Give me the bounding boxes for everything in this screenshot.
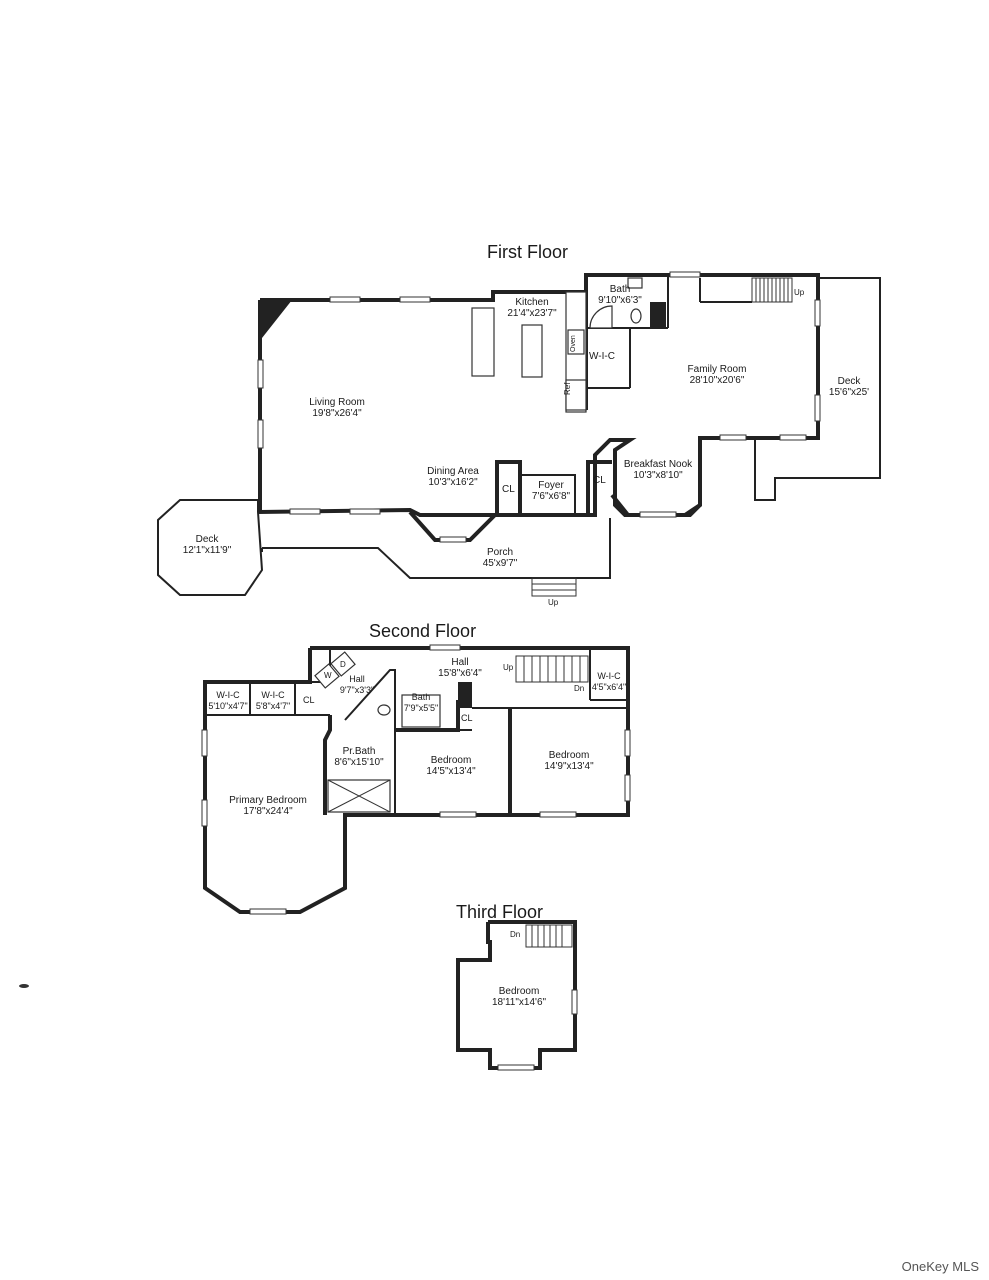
stray-mark (19, 984, 29, 988)
refrigerator (565, 379, 587, 411)
breakfast-nook-label: Breakfast Nook 10'3"x8'10" (623, 459, 693, 481)
first-floor-outer-wall (258, 273, 820, 517)
hall-diagonal (344, 669, 396, 815)
dining-area-label: Dining Area 10'3"x16'2" (427, 466, 479, 488)
second-floor-title: Second Floor (369, 621, 477, 641)
bath-toilet (630, 308, 642, 324)
brand-watermark: OneKey MLS (901, 1259, 979, 1274)
closet-2-wall (586, 460, 612, 515)
porch-label: Porch 45'x9'7" (482, 547, 518, 569)
primary-bath-label: Pr.Bath 8'6"x15'10" (334, 746, 384, 768)
living-room-label: Living Room 19'8"x26'4" (309, 397, 365, 419)
third-stair-down-label: Dn (510, 930, 521, 939)
kitchen-counter-left (471, 307, 495, 377)
first-floor-stair (699, 277, 793, 303)
hall-bath-tub (401, 694, 441, 728)
second-stair-up-label: Up (503, 663, 514, 672)
bedroom-a-label: Bedroom 14'5"x13'4" (426, 755, 476, 777)
living-corner-fixture (260, 300, 292, 338)
wic-2-label: W-I-C 5'8"x4'7" (255, 690, 291, 711)
second-closet-1-label: CL (303, 695, 315, 705)
right-deck-label: Deck 15'6"x25' (828, 376, 870, 398)
second-floor-stair (515, 655, 589, 683)
porch-up-label: Up (548, 598, 559, 607)
wic-1-label: W-I-C 5'10"x4'7" (208, 690, 248, 711)
first-closet-2-label: CL (593, 475, 606, 486)
primary-bath-wall (323, 715, 332, 815)
first-wic-label: W-I-C (589, 351, 615, 362)
porch-outline (262, 518, 611, 579)
family-room-label: Family Room 28'10"x20'6" (687, 364, 747, 386)
third-floor-stair (525, 924, 573, 948)
porch-steps (531, 577, 577, 597)
closet-1-wall (495, 460, 522, 515)
third-floor-plan (456, 920, 578, 1071)
kitchen-label: Kitchen 21'4"x23'7" (507, 297, 557, 319)
second-bath-label: Bath 7'9"x5'5" (403, 692, 439, 713)
second-floor-plan (201, 644, 631, 915)
left-deck-label: Deck 12'1"x11'9" (182, 534, 232, 556)
first-floor-title: First Floor (487, 242, 568, 262)
third-bedroom-label: Bedroom 18'11"x14'6" (491, 986, 547, 1008)
dryer-label: D (340, 660, 346, 669)
first-bath-label: Bath 9'10"x6'3" (598, 284, 642, 306)
foyer-label: Foyer 7'6"x6'8" (531, 480, 571, 502)
first-closet-1-label: CL (502, 484, 515, 495)
left-deck-outline (157, 499, 264, 596)
hall-main-label: Hall 15'8"x6'4" (438, 657, 482, 679)
oven-label: Oven (570, 335, 577, 352)
bedroom-b-label: Bedroom 14'9"x13'4" (544, 750, 594, 772)
right-deck-outline (754, 277, 881, 501)
kitchen-island (521, 324, 543, 378)
second-stair-down-label: Dn (574, 684, 585, 693)
primary-bedroom-label: Primary Bedroom 17'8"x24'4" (229, 795, 307, 817)
foyer-wall (520, 474, 576, 515)
third-floor-outer-wall (456, 920, 577, 1070)
first-stair-up-label: Up (794, 288, 805, 297)
first-floor-plan (157, 271, 881, 597)
third-floor-title: Third Floor (456, 902, 544, 922)
hall-bath-block (458, 682, 472, 708)
second-closet-2-label: CL (461, 713, 473, 723)
refrigerator-label: Ref (563, 382, 572, 395)
bath-wall-block (650, 302, 666, 328)
washer (314, 663, 340, 689)
bath-spiral-stair (589, 305, 613, 329)
wic-3-label: W-I-C 4'5"x6'4" (591, 671, 627, 692)
oven (567, 329, 585, 355)
dryer (330, 651, 356, 677)
bath-sink (627, 277, 643, 289)
hall-small-label: Hall 9'7"x3'3" (339, 674, 375, 695)
second-floor-outer-wall (203, 646, 630, 914)
washer-label: W (324, 671, 332, 680)
hall-bath-toilet (377, 704, 391, 716)
